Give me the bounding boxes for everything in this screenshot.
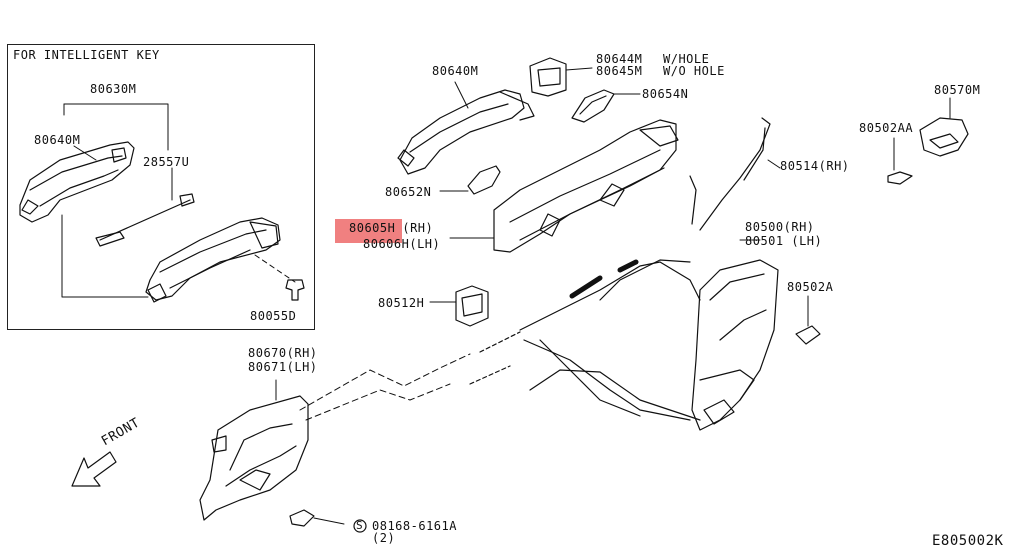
label-80514: 80514(RH) bbox=[780, 159, 850, 173]
outside-handle-80640M bbox=[397, 81, 535, 175]
label-80645M-note: W/O HOLE bbox=[663, 64, 725, 78]
label-80605H-row: 80605H(RH) bbox=[335, 219, 434, 243]
label-80644M: 80644M bbox=[596, 52, 643, 66]
label-80671: 80671(LH) bbox=[248, 360, 318, 374]
cables bbox=[469, 259, 701, 421]
clip-80512H bbox=[429, 285, 489, 327]
bolt-80502AA bbox=[887, 137, 913, 185]
label-08168-qty: (2) bbox=[372, 531, 396, 545]
label-80501: 80501 (LH) bbox=[745, 234, 823, 248]
label-80500: 80500(RH) bbox=[745, 220, 815, 234]
bracket-80644M bbox=[529, 57, 593, 97]
label-80652N: 80652N bbox=[385, 185, 432, 199]
cable-link-dashed bbox=[299, 353, 471, 421]
screw-symbol-icon: S bbox=[356, 519, 364, 532]
inset-handle-front bbox=[19, 141, 135, 223]
label-08168: 08168-6161A bbox=[372, 519, 457, 533]
label-80512H: 80512H bbox=[378, 296, 425, 310]
inset-bolt-80055D bbox=[285, 279, 305, 301]
label-28557U: 28557U bbox=[143, 155, 190, 169]
inset-leaders bbox=[61, 103, 296, 298]
front-arrow-icon bbox=[71, 451, 117, 487]
gasket-80654N bbox=[571, 89, 641, 123]
striker-80570M bbox=[919, 97, 969, 157]
label-80502AA: 80502AA bbox=[859, 121, 914, 135]
label-80640M-inset: 80640M bbox=[34, 133, 81, 147]
bolt-80502A bbox=[795, 295, 821, 345]
label-80670: 80670(RH) bbox=[248, 346, 318, 360]
gasket-80652N bbox=[439, 165, 501, 195]
handle-frame-80605H bbox=[449, 119, 679, 253]
intelligent-key-inset bbox=[7, 44, 315, 330]
label-80644M-note: W/HOLE bbox=[663, 52, 710, 66]
label-80502A: 80502A bbox=[787, 280, 834, 294]
label-80605H: 80605H bbox=[335, 219, 403, 243]
inside-handle-80670 bbox=[199, 379, 309, 521]
label-80606H: 80606H(LH) bbox=[363, 237, 441, 251]
label-80630M: 80630M bbox=[90, 82, 137, 96]
inset-handle-rear bbox=[145, 217, 281, 303]
label-80654N: 80654N bbox=[642, 87, 689, 101]
label-80055D: 80055D bbox=[250, 309, 297, 323]
inset-title: FOR INTELLIGENT KEY bbox=[13, 48, 160, 62]
bolt-08168 bbox=[289, 509, 367, 533]
inset-sensor-wire bbox=[95, 193, 195, 247]
rod-80514 bbox=[689, 117, 781, 231]
label-80640M: 80640M bbox=[432, 64, 479, 78]
door-lock-80500 bbox=[691, 239, 779, 431]
label-80645M: 80645M bbox=[596, 64, 643, 78]
diagram-code: E805002K bbox=[932, 533, 1004, 549]
label-80570M: 80570M bbox=[934, 83, 981, 97]
label-80605H-side: (RH) bbox=[402, 221, 434, 235]
